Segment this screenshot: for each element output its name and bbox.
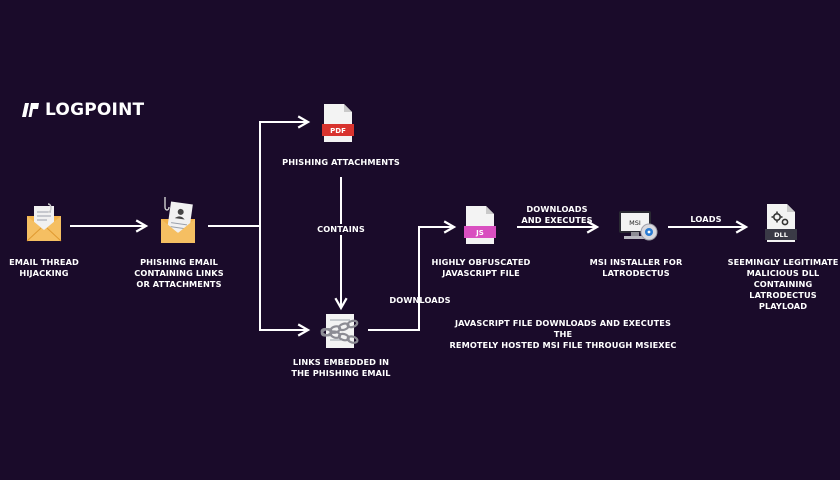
msi-installer-icon: MSI [616, 210, 660, 248]
note-msiexec: JAVASCRIPT FILE DOWNLOADS AND EXECUTES T… [449, 318, 677, 350]
node-phishing-attachments-label: PHISHING ATTACHMENTS [282, 157, 400, 167]
dll-file-icon: DLL [765, 203, 797, 247]
node-js-file-label: HIGHLY OBFUSCATED JAVASCRIPT FILE [431, 257, 531, 278]
pdf-file-icon: PDF [322, 103, 354, 147]
node-email-thread-label: EMAIL THREAD HIJACKING [9, 257, 79, 278]
arrow-branch-to-links [259, 226, 311, 337]
edge-downloads-executes-label: DOWNLOADS AND EXECUTES [521, 204, 593, 225]
node-msi-installer-label: MSI INSTALLER FOR LATRODECTUS [589, 257, 683, 278]
logpoint-logo-icon [22, 103, 39, 117]
edge-loads-label: LOADS [690, 214, 722, 224]
node-links-embedded-label: LINKS EMBEDDED IN THE PHISHING EMAIL [291, 357, 391, 378]
brand-name: LOGPOINT [45, 100, 145, 120]
pdf-icon-text: PDF [330, 127, 346, 135]
msi-icon-text: MSI [629, 219, 641, 227]
envelope-icon [26, 202, 62, 246]
phishing-envelope-icon [159, 197, 199, 249]
arrow-downloads [368, 220, 457, 331]
edge-downloads-label: DOWNLOADS [389, 295, 451, 305]
js-file-icon: JS [464, 205, 496, 249]
arrow-branch-to-attachments [259, 115, 311, 226]
chained-document-icon [318, 312, 362, 354]
edge-contains-label: CONTAINS [306, 224, 376, 235]
js-icon-text: JS [475, 229, 484, 237]
node-dll-label: SEEMINGLY LEGITIMATE MALICIOUS DLL CONTA… [727, 257, 839, 311]
node-phishing-email-label: PHISHING EMAIL CONTAINING LINKS OR ATTAC… [134, 257, 224, 289]
dll-icon-text: DLL [774, 231, 788, 239]
logpoint-logo: LOGPOINT [22, 100, 144, 120]
